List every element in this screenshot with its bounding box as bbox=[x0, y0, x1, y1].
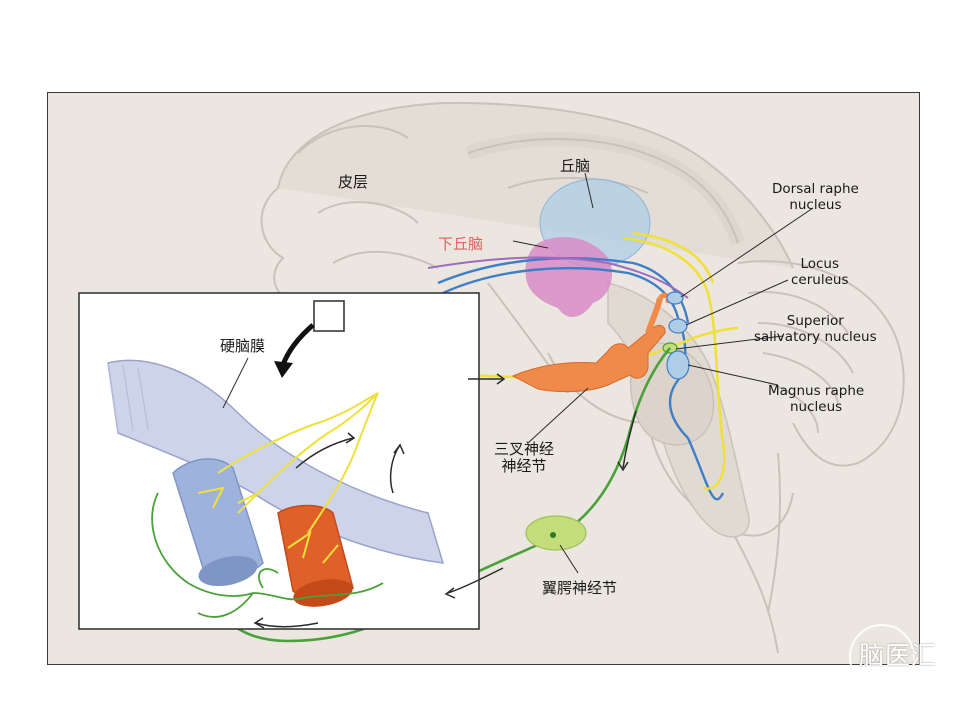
locus-ceruleus-marker bbox=[668, 318, 688, 334]
inset-parasympathetic-fibers bbox=[151, 492, 384, 618]
label-hypothalamus: 下丘脑 bbox=[438, 235, 484, 253]
watermark-text: 脑医汇 bbox=[859, 641, 938, 670]
inset-sensory-fibers bbox=[197, 392, 379, 564]
label-locus-ceruleus: Locus ceruleus bbox=[791, 256, 848, 288]
label-trigeminal-line2: 神经节 bbox=[501, 457, 547, 475]
direction-arrows bbox=[253, 373, 637, 629]
label-dorsal-raphe-line2: nucleus bbox=[789, 197, 842, 213]
brainstem-nuclei bbox=[662, 291, 690, 380]
hypothalamus-region bbox=[525, 237, 613, 318]
zoom-square bbox=[313, 300, 345, 332]
trigeminal-nerve bbox=[511, 292, 671, 393]
watermark-ring bbox=[849, 624, 915, 690]
hypothalamic-fibers bbox=[427, 256, 689, 299]
label-pterygopalatine-ganglion: 翼腭神经节 bbox=[542, 579, 618, 597]
label-magnus-line1: Magnus raphe bbox=[768, 383, 865, 399]
label-trigeminal-line1: 三叉神经 bbox=[494, 440, 555, 458]
label-superior-line2: salivatory nucleus bbox=[754, 329, 877, 345]
figure-frame: 皮层 丘脑 下丘脑 硬脑膜 三叉神经 神经节 翼腭神经节 Dorsal raph… bbox=[47, 92, 920, 665]
label-thalamus: 丘脑 bbox=[560, 157, 591, 175]
label-trigeminal-ganglion: 三叉神经 神经节 bbox=[494, 441, 554, 475]
leader-lines bbox=[222, 172, 814, 574]
magnus-raphe-marker bbox=[666, 350, 690, 380]
label-magnus-line2: nucleus bbox=[790, 399, 843, 415]
label-superior-salivatory: Superior salivatory nucleus bbox=[754, 313, 877, 345]
dorsal-raphe-marker bbox=[666, 291, 684, 305]
label-locus-line2: ceruleus bbox=[791, 272, 849, 288]
label-locus-line1: Locus bbox=[800, 256, 840, 272]
neuroanatomy-illustration bbox=[78, 101, 905, 654]
label-dorsal-raphe-line1: Dorsal raphe bbox=[772, 181, 859, 197]
label-superior-line1: Superior bbox=[786, 313, 844, 329]
label-dorsal-raphe: Dorsal raphe nucleus bbox=[772, 181, 859, 213]
pterygopalatine-ganglion bbox=[525, 515, 587, 551]
label-magnus-raphe: Magnus raphe nucleus bbox=[768, 383, 864, 415]
watermark-logo: 脑医汇 bbox=[849, 620, 959, 690]
zoom-arrow bbox=[280, 323, 315, 366]
label-dura-mater: 硬脑膜 bbox=[220, 337, 266, 355]
label-cortex: 皮层 bbox=[338, 173, 369, 191]
inset-vessel-blue bbox=[172, 458, 264, 587]
inset-vessel-red bbox=[277, 504, 354, 607]
